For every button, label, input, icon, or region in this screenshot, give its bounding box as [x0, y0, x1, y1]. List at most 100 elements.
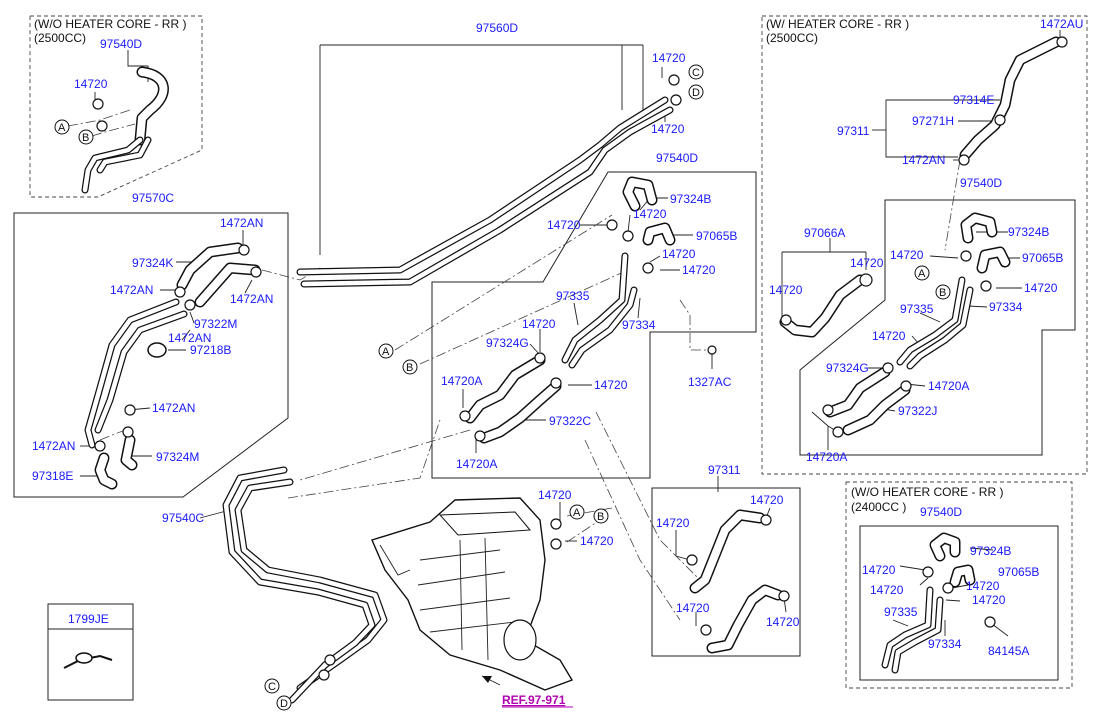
- part-label[interactable]: 97335: [556, 289, 590, 303]
- part-label[interactable]: 14720: [522, 317, 556, 331]
- part-label[interactable]: 1472AN: [110, 283, 153, 297]
- part-label[interactable]: 14720: [580, 534, 614, 548]
- part-label[interactable]: 14720: [766, 615, 800, 629]
- part-label[interactable]: 97334: [622, 318, 656, 332]
- part-label[interactable]: 97065B: [696, 229, 737, 243]
- marker-a-heater: A: [569, 504, 585, 520]
- header-top-right-2: (2500CC): [766, 31, 818, 45]
- part-label[interactable]: 14720: [633, 207, 667, 221]
- part-label[interactable]: 14720: [862, 563, 896, 577]
- part-label[interactable]: 97540D: [960, 176, 1002, 190]
- part-label[interactable]: 97322M: [194, 317, 237, 331]
- svg-text:D: D: [692, 87, 700, 99]
- part-label[interactable]: 14720: [656, 516, 690, 530]
- part-label[interactable]: 97540C: [162, 511, 204, 525]
- part-label[interactable]: 97322C: [549, 414, 591, 428]
- part-label[interactable]: 14720: [966, 579, 1000, 593]
- part-label[interactable]: 97570C: [132, 191, 174, 205]
- marker-b-center: B: [402, 359, 418, 375]
- svg-text:D: D: [280, 698, 288, 710]
- part-label[interactable]: 97311: [708, 463, 741, 477]
- part-label[interactable]: 14720: [972, 593, 1006, 607]
- part-label[interactable]: 97218B: [190, 343, 231, 357]
- part-label[interactable]: 14720: [662, 247, 696, 261]
- part-label[interactable]: 1799JE: [68, 612, 109, 626]
- svg-text:A: A: [382, 346, 390, 358]
- leader-lines: [67, 30, 1061, 686]
- marker-a-right: A: [914, 265, 930, 281]
- part-label[interactable]: 14720: [769, 283, 803, 297]
- marker-c-top: C: [688, 64, 704, 80]
- part-label[interactable]: 14720: [676, 601, 710, 615]
- part-label[interactable]: 14720A: [928, 379, 969, 393]
- svg-text:B: B: [406, 362, 413, 374]
- part-label[interactable]: 97324B: [1008, 225, 1049, 239]
- part-label[interactable]: 97324B: [670, 192, 711, 206]
- part-label[interactable]: 1472AN: [220, 216, 263, 230]
- part-label[interactable]: 84145A: [988, 644, 1029, 658]
- frame-hose-group-left: [13, 212, 289, 498]
- part-label[interactable]: 1472AN: [152, 401, 195, 415]
- part-label[interactable]: 1472AN: [902, 153, 945, 167]
- part-label[interactable]: 14720: [74, 77, 108, 91]
- part-label[interactable]: 1472AU: [1040, 17, 1083, 31]
- part-label[interactable]: 14720: [872, 329, 906, 343]
- frame-kit-1799je: [47, 603, 134, 701]
- part-label[interactable]: 97065B: [998, 565, 1039, 579]
- part-label[interactable]: 97335: [884, 605, 918, 619]
- part-label[interactable]: 97560D: [476, 21, 518, 35]
- part-label[interactable]: 97311: [837, 124, 870, 138]
- part-label[interactable]: 14720: [651, 122, 685, 136]
- part-label[interactable]: 14720: [547, 218, 581, 232]
- header-top-left-1: (W/O HEATER CORE - RR ): [34, 17, 186, 31]
- part-label[interactable]: 97540D: [920, 505, 962, 519]
- part-label[interactable]: 97066A: [804, 226, 845, 240]
- part-label[interactable]: 14720: [682, 263, 716, 277]
- part-label[interactable]: 97540D: [656, 151, 698, 165]
- part-label[interactable]: 97324K: [132, 256, 173, 270]
- part-label[interactable]: 14720: [750, 493, 784, 507]
- marker-d-top: D: [688, 84, 704, 100]
- part-label[interactable]: 14720A: [806, 450, 847, 464]
- part-label[interactable]: 1472AN: [168, 331, 211, 345]
- part-label[interactable]: 14720: [538, 488, 572, 502]
- frame-hose-group-right: [799, 199, 1076, 456]
- part-label[interactable]: 97322J: [898, 404, 937, 418]
- frame-hose-group-center: [431, 171, 757, 479]
- part-label[interactable]: 97335: [900, 302, 934, 316]
- part-label[interactable]: 1472AN: [32, 439, 75, 453]
- part-label[interactable]: 97324M: [156, 450, 199, 464]
- part-label[interactable]: 97334: [989, 300, 1023, 314]
- part-label[interactable]: 97324G: [826, 361, 869, 375]
- part-label[interactable]: 97324B: [970, 544, 1011, 558]
- header-top-left-2: (2500CC): [34, 31, 86, 45]
- part-label[interactable]: 14720: [870, 583, 904, 597]
- section-headers: (W/O HEATER CORE - RR ) (2500CC) (W/ HEA…: [34, 17, 1003, 514]
- part-label[interactable]: 1327AC: [688, 375, 732, 389]
- part-label[interactable]: 14720A: [456, 457, 497, 471]
- part-label[interactable]: 97324G: [486, 336, 529, 350]
- part-label[interactable]: 14720: [1024, 281, 1058, 295]
- part-label[interactable]: 14720: [652, 51, 686, 65]
- reference-link[interactable]: REF.97-971: [502, 693, 566, 707]
- part-label[interactable]: 97065B: [1022, 251, 1063, 265]
- heater-unit-artwork: [371, 497, 574, 691]
- part-label[interactable]: 14720: [850, 256, 884, 270]
- marker-b-right: B: [935, 284, 951, 300]
- part-label[interactable]: 97318E: [32, 469, 73, 483]
- cable-tie-artwork: [63, 652, 113, 669]
- part-label[interactable]: 97314E: [953, 93, 994, 107]
- part-label[interactable]: 14720: [594, 378, 628, 392]
- marker-a-top-left: A: [54, 119, 70, 135]
- part-label[interactable]: 1472AN: [230, 292, 273, 306]
- svg-text:A: A: [58, 122, 66, 134]
- part-label[interactable]: 97540D: [100, 37, 142, 51]
- marker-b-heater: B: [593, 508, 609, 524]
- part-label[interactable]: 14720: [890, 248, 924, 262]
- svg-text:A: A: [918, 268, 926, 280]
- marker-d-bottom: D: [276, 695, 292, 711]
- part-label[interactable]: 14720A: [441, 374, 482, 388]
- part-label[interactable]: 97334: [928, 637, 962, 651]
- part-label[interactable]: 97271H: [912, 114, 954, 128]
